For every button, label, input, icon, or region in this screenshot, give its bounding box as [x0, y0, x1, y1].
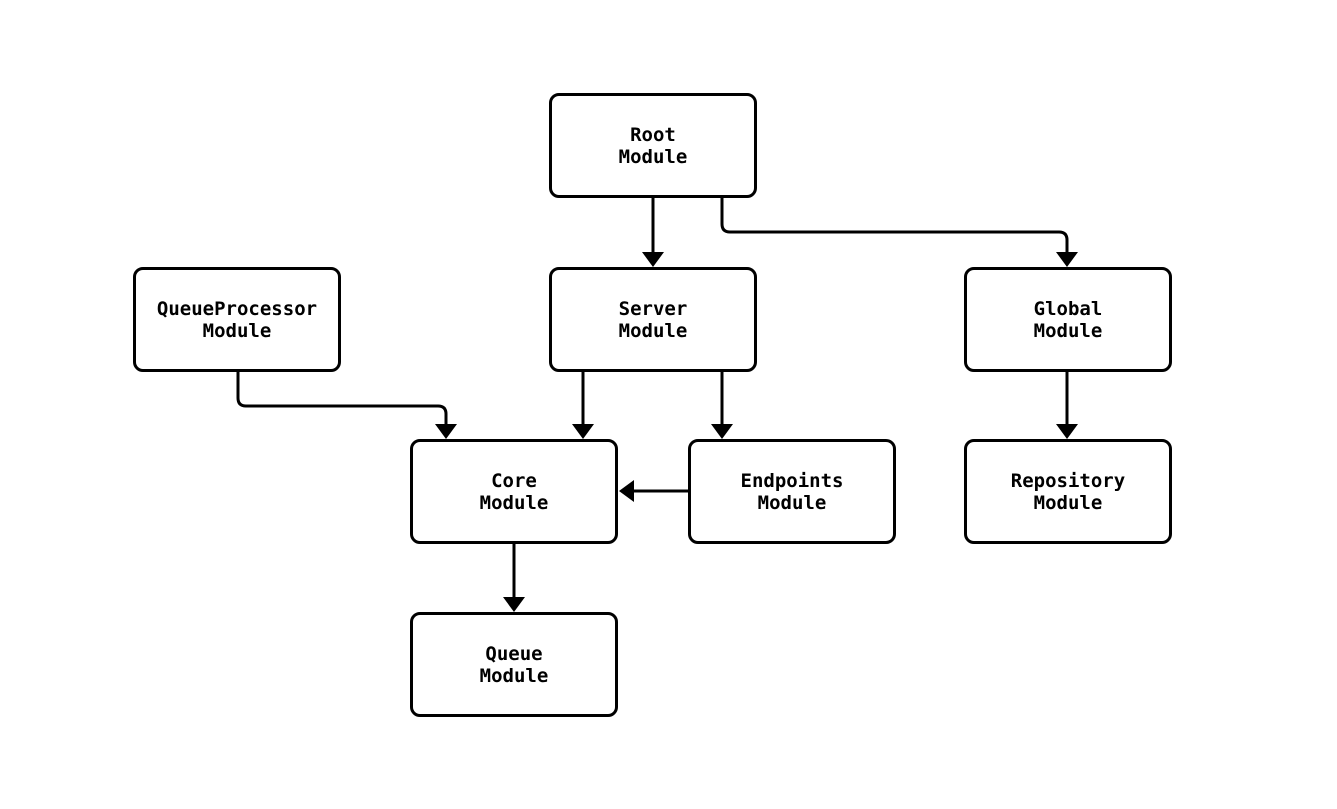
node-queue-module: Queue Module	[410, 612, 618, 717]
edge-endpoints-to-core	[619, 480, 688, 502]
node-label: QueueProcessor	[156, 297, 318, 320]
node-label: Module	[757, 491, 827, 514]
node-repository-module: Repository Module	[964, 439, 1172, 544]
node-label: Global	[1033, 297, 1103, 320]
node-global-module: Global Module	[964, 267, 1172, 372]
node-label: Module	[1033, 491, 1103, 514]
node-label: Module	[618, 319, 688, 342]
node-root-module: Root Module	[549, 93, 757, 198]
node-queueprocessor-module: QueueProcessor Module	[133, 267, 341, 372]
node-label: Repository	[1010, 469, 1126, 492]
node-label: Module	[479, 491, 549, 514]
node-label: Module	[618, 145, 688, 168]
node-label: Server	[618, 297, 688, 320]
node-label: Root	[630, 123, 676, 146]
node-endpoints-module: Endpoints Module	[688, 439, 896, 544]
edge-core-to-queue	[503, 544, 525, 612]
node-core-module: Core Module	[410, 439, 618, 544]
node-label: Module	[202, 319, 272, 342]
edge-root-to-server	[642, 198, 664, 267]
node-label: Endpoints	[740, 469, 844, 492]
edge-global-to-repository	[1056, 372, 1078, 439]
edge-queueprocessor-to-core	[236, 372, 457, 439]
edge-root-to-global	[720, 198, 1078, 267]
edge-server-to-core	[572, 372, 594, 439]
node-server-module: Server Module	[549, 267, 757, 372]
node-label: Queue	[485, 642, 543, 665]
node-label: Core	[491, 469, 537, 492]
edge-server-to-endpoints	[711, 372, 733, 439]
node-label: Module	[1033, 319, 1103, 342]
node-label: Module	[479, 664, 549, 687]
